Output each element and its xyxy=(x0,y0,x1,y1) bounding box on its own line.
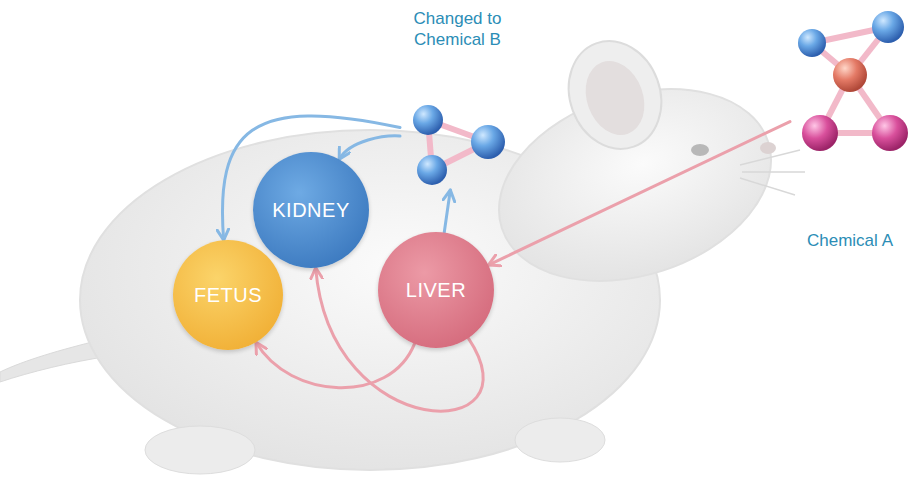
molecule-atom xyxy=(417,155,447,185)
chemical-label: Changed to Chemical B xyxy=(400,8,515,50)
molecule-text-block: Chemical A xyxy=(807,230,893,251)
mouse-ear-inner xyxy=(576,53,655,144)
chemical-a-molecule: Chemical A xyxy=(790,8,910,251)
flow-arrow xyxy=(256,342,414,387)
molecule-picture xyxy=(790,8,910,178)
organ-label: KIDNEY xyxy=(272,199,349,222)
molecule-atom xyxy=(798,29,826,57)
organ-label: LIVER xyxy=(406,279,466,302)
molecule-picture xyxy=(400,90,515,190)
flow-arrow xyxy=(339,136,400,159)
organ-label: FETUS xyxy=(194,284,262,307)
molecule-atom xyxy=(872,11,904,43)
molecule-atom xyxy=(802,115,838,151)
flow-arrow xyxy=(488,122,790,266)
molecule-atom xyxy=(872,115,908,151)
liver-circle: LIVER xyxy=(378,232,494,348)
molecule-text-block: Changed to Chemical B xyxy=(400,8,515,50)
molecule-atom xyxy=(471,125,505,159)
chemical-b-molecule: Changed to Chemical B xyxy=(400,8,515,190)
kidney-circle: KIDNEY xyxy=(253,152,369,268)
mouse-paw xyxy=(515,418,605,462)
mouse-paw xyxy=(145,426,255,474)
molecule-atom xyxy=(413,105,443,135)
flow-arrow xyxy=(444,190,450,233)
mouse-eye xyxy=(691,144,709,156)
mouse-ear xyxy=(554,28,676,162)
fetus-circle: FETUS xyxy=(173,240,283,350)
chemical-label: Chemical A xyxy=(807,230,893,251)
molecule-atom xyxy=(833,58,867,92)
mouse-nose xyxy=(760,142,776,154)
mouse-whiskers xyxy=(740,150,805,195)
